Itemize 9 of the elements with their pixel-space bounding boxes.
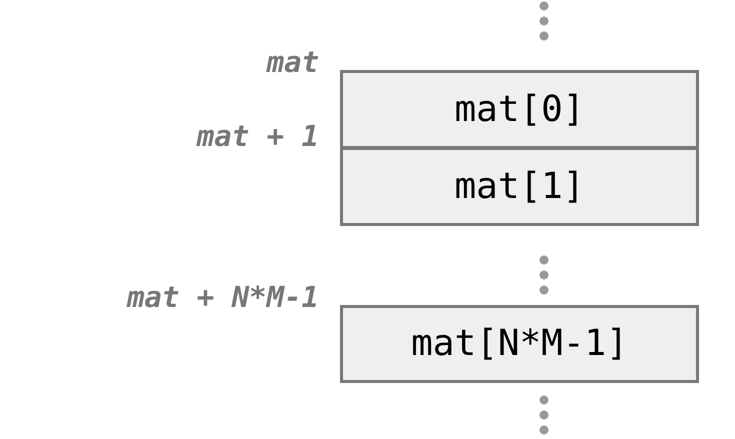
address-label: mat — [266, 48, 319, 77]
memory-cell — [340, 305, 699, 383]
address-label: mat + N*M-1 — [126, 283, 319, 312]
cell-text: mat[N*M-1] — [411, 326, 628, 362]
memory-cell — [340, 70, 699, 149]
cell-text: mat[1] — [454, 168, 585, 204]
memory-cell — [340, 147, 699, 226]
address-label: mat + 1 — [196, 122, 319, 151]
cell-text: mat[0] — [454, 92, 585, 128]
